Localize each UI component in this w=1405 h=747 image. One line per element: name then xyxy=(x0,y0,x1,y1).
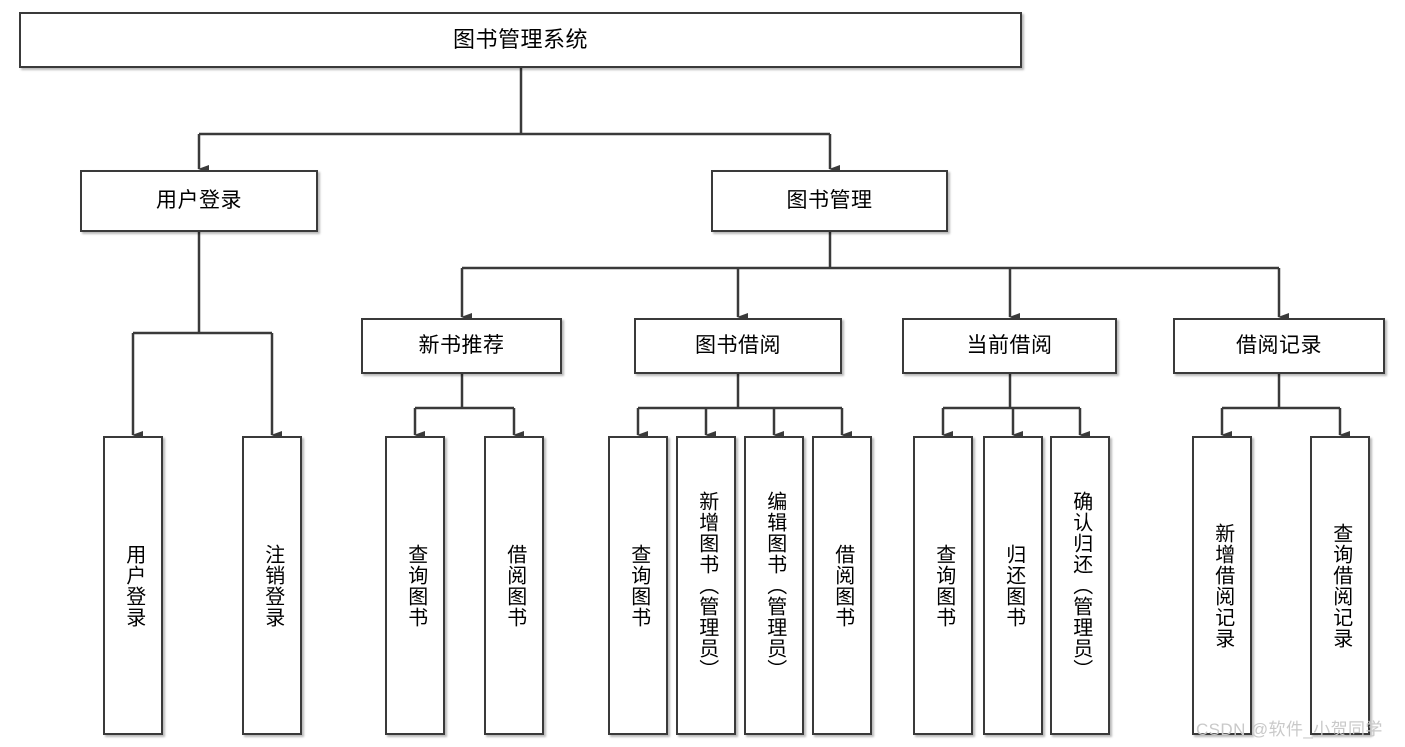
node-login[interactable]: 用户登录 xyxy=(80,170,318,232)
node-leaf-q1[interactable]: 查询图书 xyxy=(385,436,445,735)
node-label: 查询图书 xyxy=(932,543,955,628)
node-label: 注销登录 xyxy=(261,543,284,628)
node-bookmgmt[interactable]: 图书管理 xyxy=(711,170,948,232)
node-label: 借阅图书 xyxy=(503,543,526,628)
node-root[interactable]: 图书管理系统 xyxy=(19,12,1022,68)
node-leaf-q2[interactable]: 查询图书 xyxy=(608,436,668,735)
node-leaf-confirm[interactable]: 确认归还（管理员） xyxy=(1050,436,1110,735)
node-records[interactable]: 借阅记录 xyxy=(1173,318,1385,374)
node-leaf-return[interactable]: 归还图书 xyxy=(983,436,1043,735)
node-leaf-b1[interactable]: 借阅图书 xyxy=(484,436,544,735)
node-current[interactable]: 当前借阅 xyxy=(902,318,1117,374)
node-label: 归还图书 xyxy=(1002,543,1025,628)
node-leaf-add[interactable]: 新增图书（管理员） xyxy=(676,436,736,735)
node-label: 图书管理 xyxy=(786,188,873,212)
node-label: 查询图书 xyxy=(404,543,427,628)
node-label: 当前借阅 xyxy=(966,333,1053,357)
node-label: 新增图书（管理员） xyxy=(695,491,718,680)
node-label: 新增借阅记录 xyxy=(1211,522,1234,649)
node-label: 确认归还（管理员） xyxy=(1069,491,1092,680)
node-leaf-b2[interactable]: 借阅图书 xyxy=(812,436,872,735)
node-label: 借阅记录 xyxy=(1236,333,1322,357)
node-label: 新书推荐 xyxy=(418,333,505,357)
node-label: 图书管理系统 xyxy=(452,27,588,53)
node-label: 图书借阅 xyxy=(695,333,781,357)
node-leaf-edit[interactable]: 编辑图书（管理员） xyxy=(744,436,804,735)
node-leaf-qrec[interactable]: 查询借阅记录 xyxy=(1310,436,1370,735)
node-label: 借阅图书 xyxy=(831,543,854,628)
node-borrow[interactable]: 图书借阅 xyxy=(634,318,842,374)
node-label: 用户登录 xyxy=(122,543,145,628)
node-label: 用户登录 xyxy=(156,188,242,212)
node-newbook[interactable]: 新书推荐 xyxy=(361,318,562,374)
node-leaf-addrec[interactable]: 新增借阅记录 xyxy=(1192,436,1252,735)
node-label: 查询图书 xyxy=(627,543,650,628)
node-leaf-login[interactable]: 用户登录 xyxy=(103,436,163,735)
node-leaf-q3[interactable]: 查询图书 xyxy=(913,436,973,735)
node-label: 查询借阅记录 xyxy=(1329,522,1352,649)
node-leaf-logout[interactable]: 注销登录 xyxy=(242,436,302,735)
node-label: 编辑图书（管理员） xyxy=(763,491,786,680)
csdn-watermark: CSDN @软件_小贺同学 xyxy=(1196,720,1383,739)
